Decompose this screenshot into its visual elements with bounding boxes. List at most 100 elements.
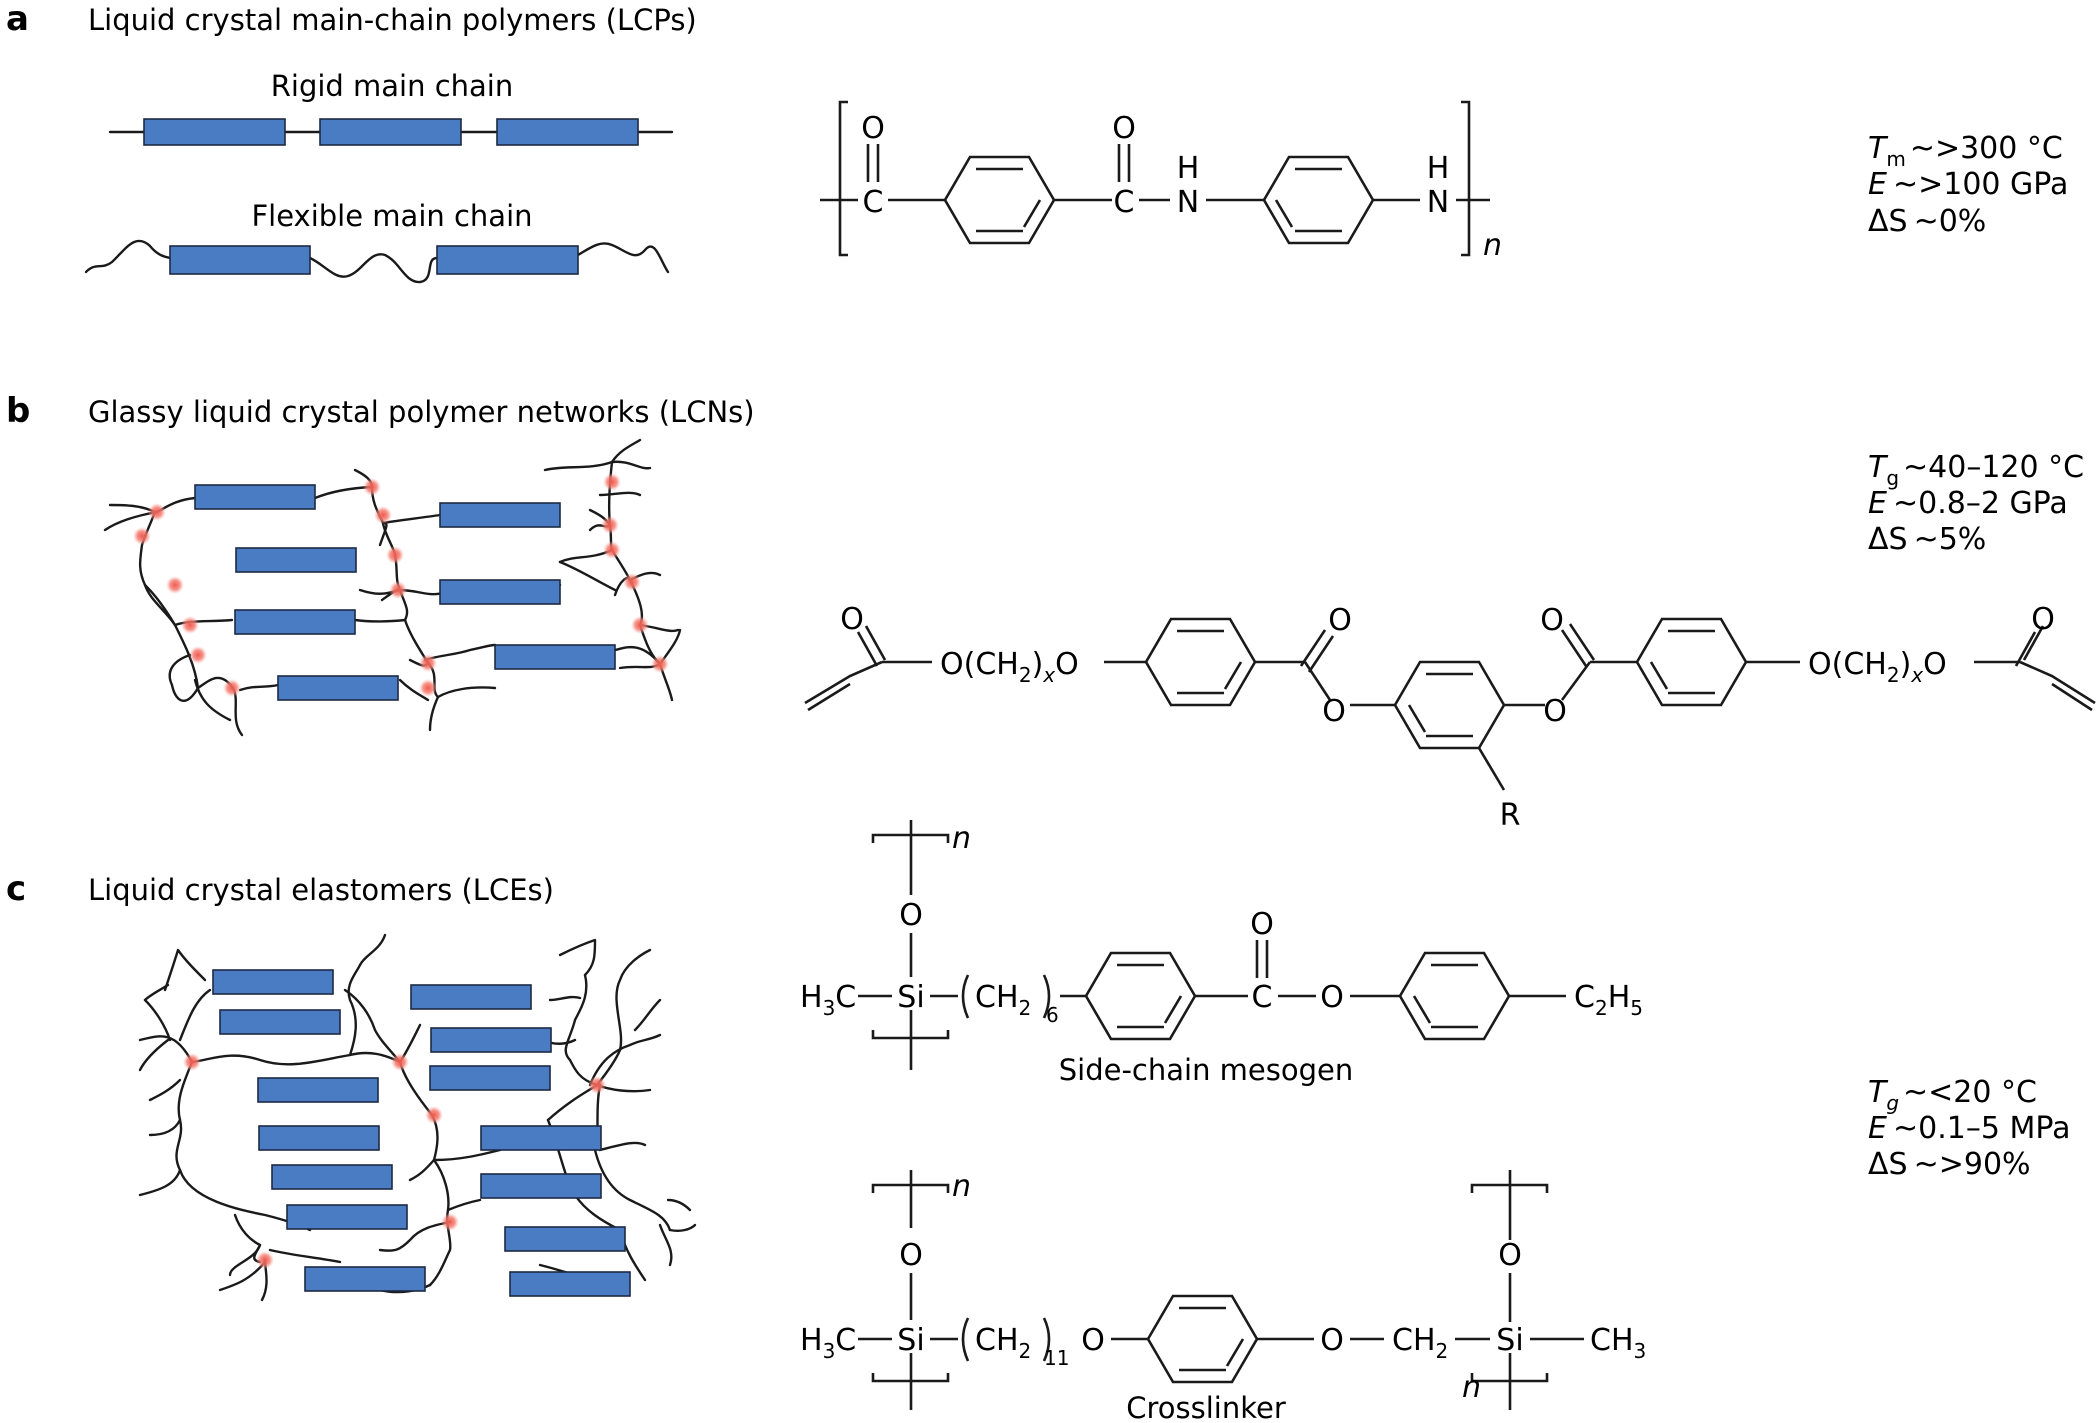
svg-text:O(CH2)xO: O(CH2)xO xyxy=(1808,647,1947,687)
svg-text:Tg~40–120 °C: Tg~40–120 °C xyxy=(1868,450,2084,490)
prop-a-e-symbol: E xyxy=(1868,167,1887,202)
side-h3c-sub: 3 xyxy=(823,996,836,1020)
prop-a-ds-value: ~0% xyxy=(1914,204,1987,239)
svg-text:CH2: CH2 xyxy=(975,1323,1031,1363)
prop-c-tg-value: ~<20 °C xyxy=(1903,1075,2037,1110)
side-ch2-sub: 2 xyxy=(1019,996,1032,1020)
xl-repeat-n-right: n xyxy=(1462,1370,1481,1405)
panel-a-properties: Tm~>300 °C E~>100 GPa ΔS~0% xyxy=(1868,131,2068,239)
atom-c2: C xyxy=(1114,185,1135,220)
atom-c1: C xyxy=(863,185,884,220)
spacer-left-close: ) xyxy=(1032,647,1044,682)
prop-a-ds-symbol: ΔS xyxy=(1868,204,1908,239)
spacer-left-x: x xyxy=(1042,663,1055,687)
atom-n1: N xyxy=(1177,185,1199,220)
prop-b-ds-value: ~5% xyxy=(1914,522,1987,557)
panel-c: c Liquid crystal elastomers (LCEs) xyxy=(6,820,2070,1423)
atom-o1: O xyxy=(861,111,885,146)
xl-ch2-sub: 2 xyxy=(1019,1339,1032,1363)
prop-a-tm-value: ~>300 °C xyxy=(1910,131,2063,166)
atom-r: R xyxy=(1500,798,1521,833)
side-repeat-n: n xyxy=(952,821,971,856)
svg-text:H3C: H3C xyxy=(800,980,856,1020)
svg-text:ΔS~>90%: ΔS~>90% xyxy=(1868,1147,2031,1182)
svg-text:CH3: CH3 xyxy=(1590,1323,1646,1363)
spacer-right-x: x xyxy=(1910,663,1923,687)
repeat-n: n xyxy=(1483,228,1502,263)
xl-ch3-sub: 3 xyxy=(1634,1339,1647,1363)
diacrylate-structure: O O(CH2)xO O O R O xyxy=(804,602,2096,833)
atom-o-ester2b: O xyxy=(1543,694,1567,729)
svg-text:Tm~>300 °C: Tm~>300 °C xyxy=(1868,131,2063,171)
prop-b-tg-symbol: T xyxy=(1868,450,1889,485)
xl-h3c-h: H xyxy=(800,1323,823,1358)
svg-text:E~>100 GPa: E~>100 GPa xyxy=(1868,167,2068,202)
spacer-right-sub2: 2 xyxy=(1887,663,1900,687)
xl-ch2-right-sub: 2 xyxy=(1436,1339,1449,1363)
xl-atom-si-right: Si xyxy=(1496,1323,1523,1358)
rigid-main-chain-label: Rigid main chain xyxy=(271,69,514,103)
svg-text:H3C: H3C xyxy=(800,1323,856,1363)
prop-a-e-value: ~>100 GPa xyxy=(1893,167,2068,202)
prop-c-tg-symbol: T xyxy=(1868,1075,1889,1110)
prop-a-tm-sub: m xyxy=(1886,147,1905,171)
flexible-main-chain-diagram xyxy=(84,239,670,284)
xl-ch3-ch: CH xyxy=(1590,1323,1634,1358)
prop-b-tg-value: ~40–120 °C xyxy=(1903,450,2084,485)
xl-atom-o-top-left: O xyxy=(899,1238,923,1273)
xl-h3c-sub: 3 xyxy=(823,1339,836,1363)
prop-c-e-value: ~0.1–5 MPa xyxy=(1893,1111,2070,1146)
side-c2h5-sub2: 2 xyxy=(1595,996,1608,1020)
atom-h1: H xyxy=(1177,151,1200,186)
side-h3c-c: C xyxy=(835,980,856,1015)
atom-o-ester1: O xyxy=(1328,603,1352,638)
panel-b: b Glassy liquid crystal polymer networks… xyxy=(6,391,2096,833)
panel-c-title: Liquid crystal elastomers (LCEs) xyxy=(88,873,554,907)
rigid-main-chain-diagram xyxy=(108,118,674,146)
prop-b-ds-symbol: ΔS xyxy=(1868,522,1908,557)
xl-atom-o-left: O xyxy=(1081,1323,1105,1358)
lcn-network-diagram xyxy=(103,438,682,737)
svg-text:ΔS~5%: ΔS~5% xyxy=(1868,522,1986,557)
svg-text:ΔS~0%: ΔS~0% xyxy=(1868,204,1986,239)
atom-o-ester2: O xyxy=(1540,603,1564,638)
atom-h2: H xyxy=(1427,151,1450,186)
side-atom-c: C xyxy=(1252,980,1273,1015)
svg-text:E~0.1–5 MPa: E~0.1–5 MPa xyxy=(1868,1111,2070,1146)
side-ch2-ch: CH xyxy=(975,980,1019,1015)
atom-o-acr2: O xyxy=(2031,602,2055,637)
xl-ch2-right-ch: CH xyxy=(1392,1323,1436,1358)
side-chain-structure: n O H3C Si CH2 6 C O O xyxy=(800,820,1643,1087)
xl-ch2-ch: CH xyxy=(975,1323,1019,1358)
prop-c-ds-value: ~>90% xyxy=(1914,1147,2031,1182)
side-ch2-count: 6 xyxy=(1046,1003,1059,1027)
svg-text:C2H5: C2H5 xyxy=(1574,980,1643,1020)
side-atom-o-carbonyl: O xyxy=(1250,907,1274,942)
side-atom-o-top: O xyxy=(899,898,923,933)
side-atom-si: Si xyxy=(897,980,924,1015)
atom-o-acr1: O xyxy=(840,602,864,637)
prop-c-ds-symbol: ΔS xyxy=(1868,1147,1908,1182)
side-atom-o-ester: O xyxy=(1320,980,1344,1015)
svg-text:CH2: CH2 xyxy=(975,980,1031,1020)
xl-h3c-c: C xyxy=(835,1323,856,1358)
prop-c-e-symbol: E xyxy=(1868,1111,1887,1146)
spacer-right-close: ) xyxy=(1900,647,1912,682)
panel-a-title: Liquid crystal main-chain polymers (LCPs… xyxy=(88,3,697,37)
spacer-right-o: O xyxy=(1923,647,1947,682)
flexible-main-chain-label: Flexible main chain xyxy=(251,199,532,233)
panel-b-letter: b xyxy=(6,391,30,431)
spacer-left-o: O xyxy=(1055,647,1079,682)
atom-o-ester1b: O xyxy=(1322,694,1346,729)
side-h3c-h: H xyxy=(800,980,823,1015)
panel-b-title: Glassy liquid crystal polymer networks (… xyxy=(88,395,755,429)
spacer-right-och2: O(CH xyxy=(1808,647,1887,682)
crosslinker-structure: n O H3C Si CH2 11 O O CH2 Si xyxy=(800,1169,1646,1423)
svg-text:E~0.8–2 GPa: E~0.8–2 GPa xyxy=(1868,486,2068,521)
panel-c-properties: Tg~<20 °C E~0.1–5 MPa ΔS~>90% xyxy=(1868,1075,2070,1182)
atom-o2: O xyxy=(1112,111,1136,146)
side-c2h5-c: C xyxy=(1574,980,1595,1015)
lce-network-diagram xyxy=(138,933,697,1302)
xl-atom-si-left: Si xyxy=(897,1323,924,1358)
